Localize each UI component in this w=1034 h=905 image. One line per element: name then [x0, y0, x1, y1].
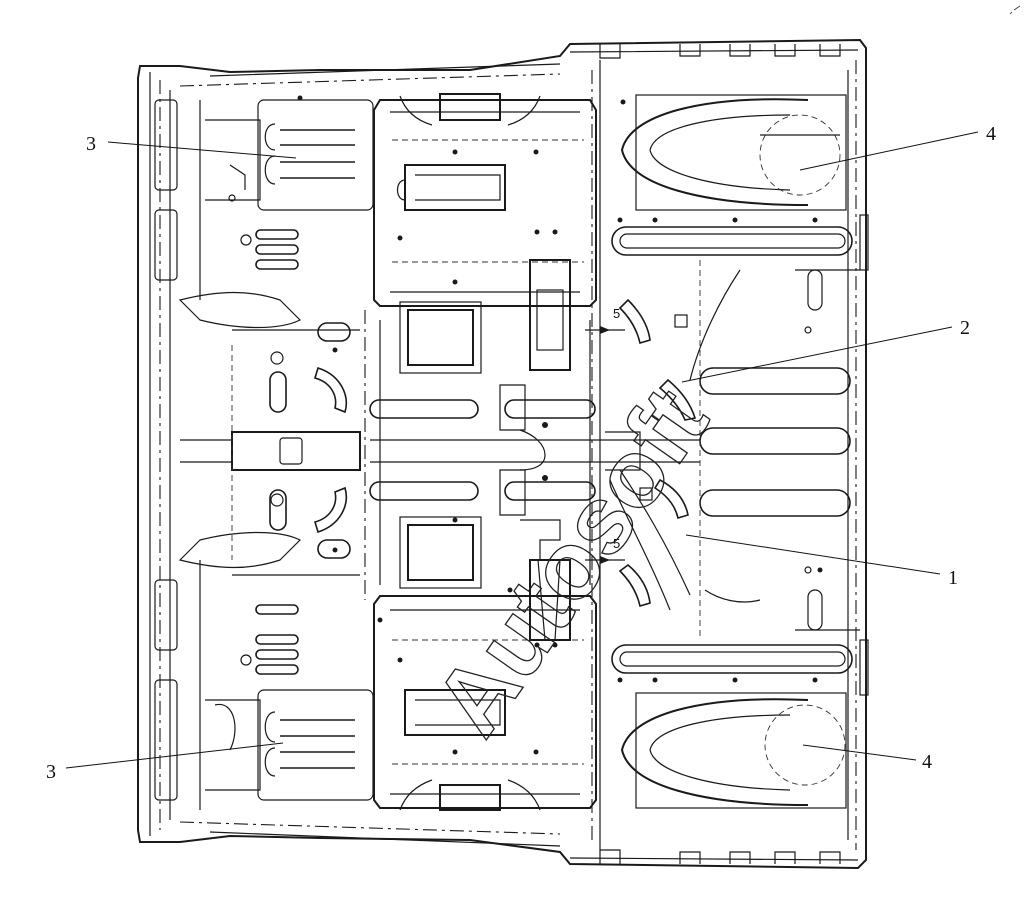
- callout-4-bottom: 4: [802, 744, 932, 773]
- left-mid-floor: [180, 322, 361, 576]
- callout-label-4-top: 4: [986, 123, 996, 145]
- seat-pan-lower-left: [214, 604, 374, 801]
- callout-label-4-bottom: 4: [922, 751, 932, 773]
- top-tabs: [599, 44, 841, 864]
- corner-mark: [1009, 5, 1021, 15]
- section-label-lower: 5: [613, 536, 620, 551]
- callout-3-bottom: 3: [46, 742, 284, 783]
- callout-4-top: 4: [799, 123, 996, 171]
- callout-label-3-bottom: 3: [46, 761, 56, 783]
- left-sill: [154, 99, 302, 801]
- watermark-text: Autosoft: [414, 369, 728, 754]
- outer-outline: [137, 38, 867, 870]
- callout-label-3-top: 3: [86, 133, 96, 155]
- mounting-holes: [297, 95, 823, 755]
- center-floor: [364, 93, 600, 811]
- callout-label-1: 1: [948, 567, 958, 589]
- callout-label-2: 2: [960, 317, 970, 339]
- section-mark-upper: 5: [585, 306, 625, 334]
- callout-2: 2: [681, 317, 970, 383]
- right-floor: [600, 94, 869, 809]
- callout-3-top: 3: [86, 133, 297, 159]
- section-label-upper: 5: [613, 306, 620, 321]
- callout-1: 1: [685, 534, 958, 589]
- section-mark-lower: 5: [585, 536, 625, 564]
- seat-pan-upper-left: [228, 99, 374, 270]
